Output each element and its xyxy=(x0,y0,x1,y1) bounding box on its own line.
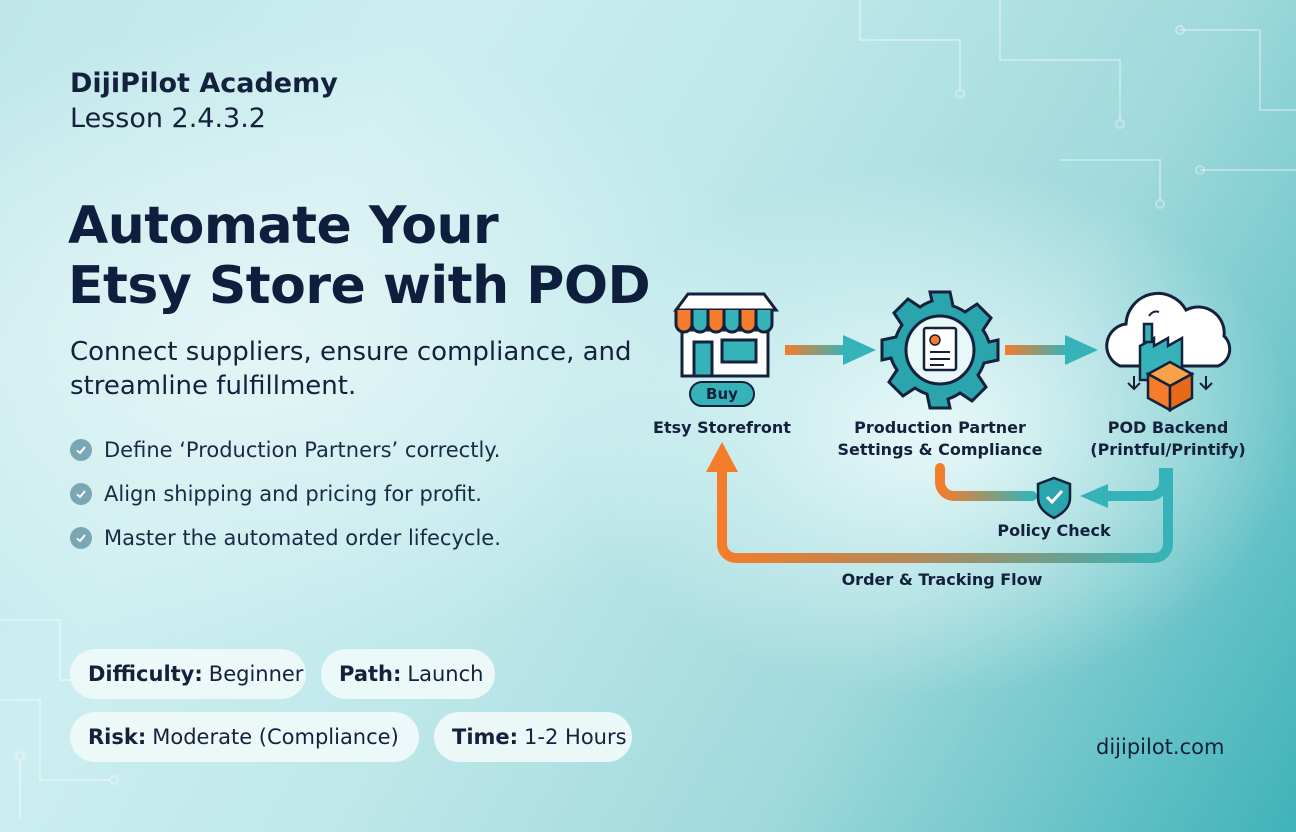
path-value: Launch xyxy=(407,662,484,686)
list-item: Master the automated order lifecycle. xyxy=(70,516,501,560)
buy-label: Buy xyxy=(706,385,738,403)
risk-value: Moderate (Compliance) xyxy=(152,725,399,749)
subtitle: Connect suppliers, ensure compliance, an… xyxy=(70,337,632,401)
site-url: dijipilot.com xyxy=(1096,735,1225,759)
arrow-storefront-to-partner xyxy=(785,335,876,365)
title-line-1: Automate Your xyxy=(68,196,499,256)
difficulty-value: Beginner xyxy=(208,662,304,686)
risk-tag: Risk: Moderate (Compliance) xyxy=(70,712,419,762)
arrow-partner-to-backend xyxy=(1005,335,1098,365)
lesson-number: Lesson 2.4.3.2 xyxy=(70,103,266,134)
storefront-icon xyxy=(673,292,779,378)
check-circle-icon xyxy=(70,483,92,505)
time-tag: Time: 1-2 Hours xyxy=(434,712,632,762)
title-line-2: Etsy Store with POD xyxy=(68,256,651,316)
fulfillment-flow-diagram: Buy Etsy Storefront Production Partner S… xyxy=(653,290,1246,589)
backend-label-line-1: POD Backend xyxy=(1108,418,1229,437)
risk-label: Risk: xyxy=(88,725,147,749)
buy-badge: Buy xyxy=(689,381,755,407)
page-title: Automate Your Etsy Store with POD xyxy=(68,196,668,316)
shield-check-icon xyxy=(1036,476,1072,520)
policy-check-label: Policy Check xyxy=(997,521,1111,540)
time-label: Time: xyxy=(452,725,519,749)
list-item-text: Align shipping and pricing for profit. xyxy=(104,482,482,506)
path-tag: Path: Launch xyxy=(321,649,495,699)
storefront-label: Etsy Storefront xyxy=(653,418,791,437)
order-tracking-label: Order & Tracking Flow xyxy=(842,570,1043,589)
partner-label-line-1: Production Partner xyxy=(854,418,1026,437)
list-item-text: Master the automated order lifecycle. xyxy=(104,526,501,550)
difficulty-label: Difficulty: xyxy=(88,662,203,686)
order-tracking-loop xyxy=(706,442,1173,563)
list-item: Define ‘Production Partners’ correctly. xyxy=(70,428,501,472)
partner-label-line-2: Settings & Compliance xyxy=(838,440,1043,459)
list-item-text: Define ‘Production Partners’ correctly. xyxy=(104,438,501,462)
list-item: Align shipping and pricing for profit. xyxy=(70,472,501,516)
difficulty-tag: Difficulty: Beginner xyxy=(70,649,306,699)
check-circle-icon xyxy=(70,527,92,549)
backend-label-line-2: (Printful/Printify) xyxy=(1090,440,1245,459)
objective-list: Define ‘Production Partners’ correctly. … xyxy=(70,428,501,560)
brand-name: DijiPilot Academy xyxy=(70,68,338,99)
check-circle-icon xyxy=(70,439,92,461)
cloud-factory-icon xyxy=(1105,291,1232,413)
time-value: 1-2 Hours xyxy=(524,725,627,749)
path-label: Path: xyxy=(339,662,402,686)
gear-icon xyxy=(880,290,1000,410)
